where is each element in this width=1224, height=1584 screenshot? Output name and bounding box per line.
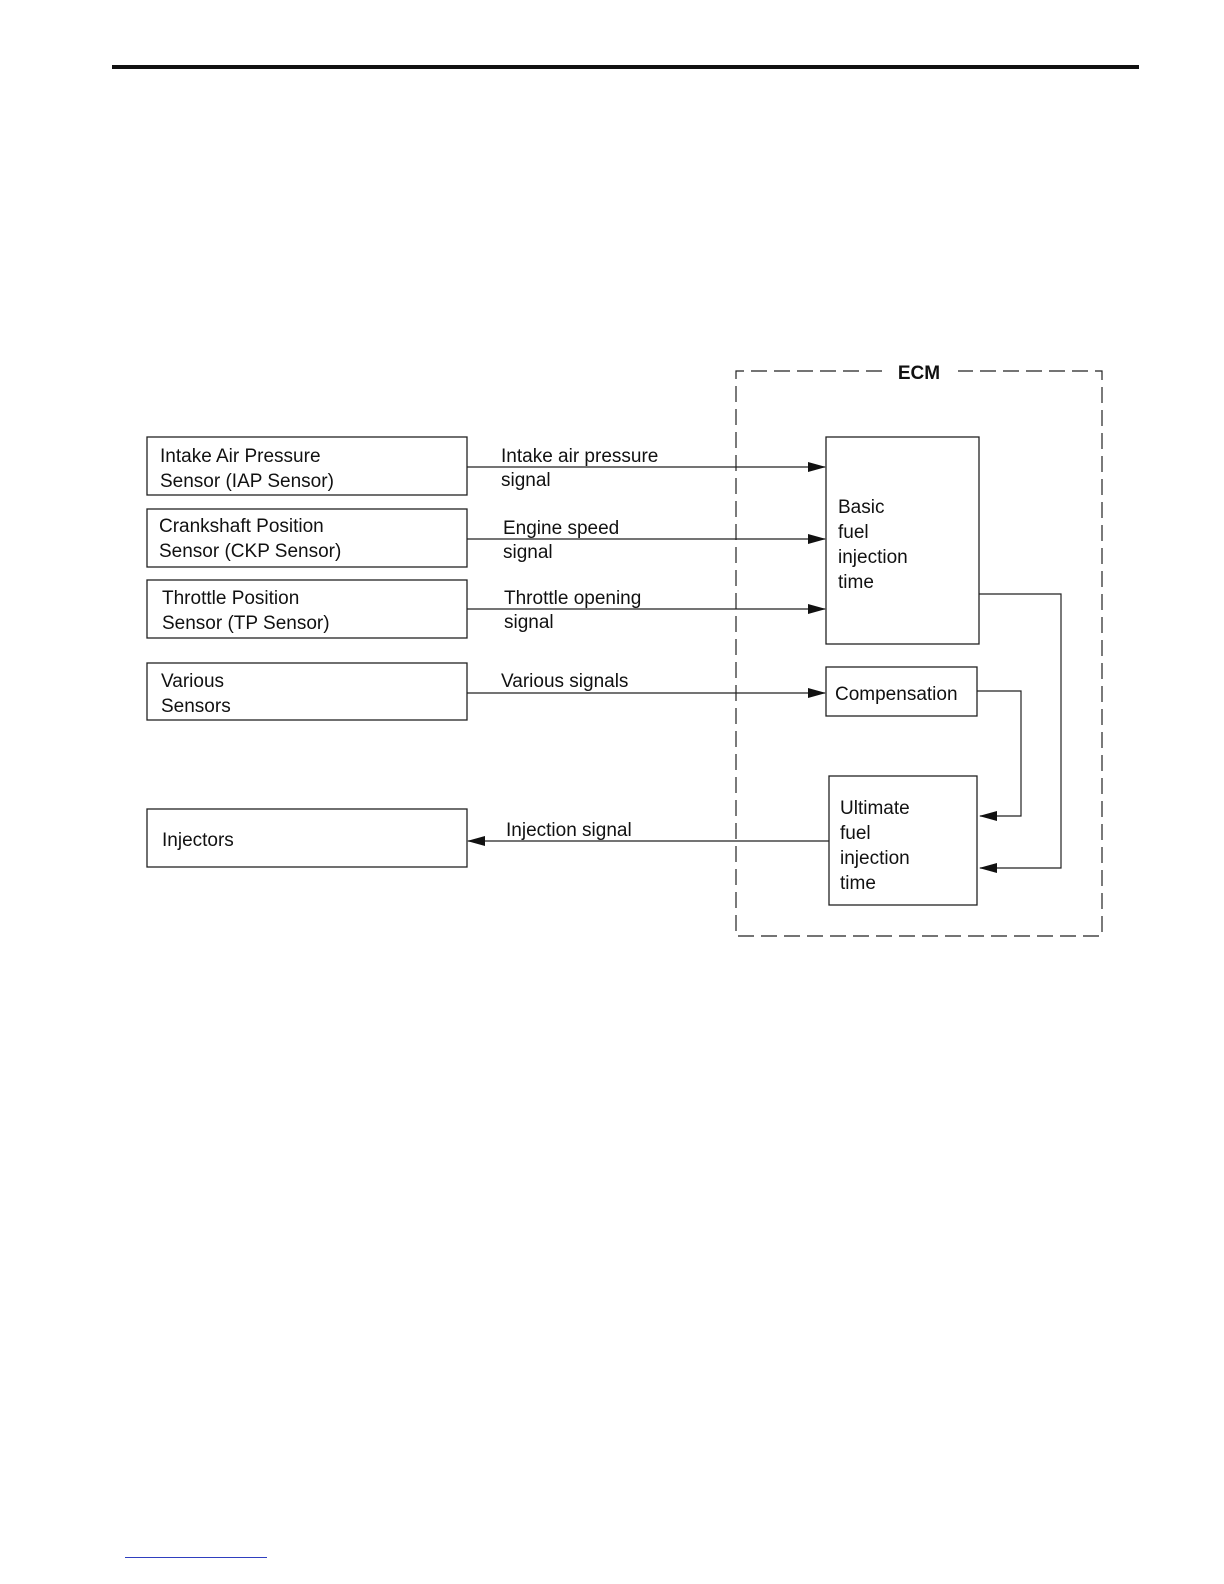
ultimate-fuel-injection-time-block: Ultimate fuel injection time: [828, 775, 978, 906]
sensor-ckp-line-1: Crankshaft Position: [159, 516, 324, 537]
sensor-box-various: Various Sensors: [146, 662, 468, 721]
injectors-box: Injectors: [146, 808, 468, 868]
sensor-iap-line-2: Sensor (IAP Sensor): [160, 471, 334, 492]
connector-basic-to-ultimate: [979, 593, 1062, 873]
basic-line-4: time: [838, 572, 874, 593]
ultimate-line-4: time: [840, 873, 876, 894]
injectors-label: Injectors: [162, 830, 234, 851]
basic-line-2: fuel: [838, 522, 869, 543]
basic-line-3: injection: [838, 547, 908, 568]
basic-fuel-injection-time-block: Basic fuel injection time: [825, 436, 980, 645]
compensation-block: Compensation: [825, 666, 978, 717]
signal-ckp-line-2: signal: [503, 542, 553, 563]
signal-iap-line-2: signal: [501, 470, 551, 491]
sensor-tp-line-1: Throttle Position: [162, 588, 299, 609]
sensor-box-ckp: Crankshaft Position Sensor (CKP Sensor): [146, 508, 468, 568]
signal-injection-label: Injection signal: [506, 820, 632, 841]
sensor-various-line-1: Various: [161, 671, 224, 692]
arrow-engine-speed-signal: Engine speed signal: [467, 518, 826, 563]
signal-tp-line-2: signal: [504, 612, 554, 633]
ultimate-line-1: Ultimate: [840, 798, 910, 819]
arrow-injection-signal: Injection signal: [467, 820, 829, 846]
signal-iap-line-1: Intake air pressure: [501, 446, 658, 467]
ecm-boundary: ECM: [735, 363, 1103, 937]
signal-tp-line-1: Throttle opening: [504, 588, 641, 609]
signal-ckp-line-1: Engine speed: [503, 518, 619, 539]
arrow-throttle-opening-signal: Throttle opening signal: [467, 588, 826, 633]
footer-link-underline: [125, 1557, 267, 1558]
basic-line-1: Basic: [838, 497, 884, 518]
ultimate-line-2: fuel: [840, 823, 871, 844]
arrow-intake-air-pressure-signal: Intake air pressure signal: [467, 446, 826, 491]
sensor-iap-line-1: Intake Air Pressure: [160, 446, 321, 467]
ecm-title: ECM: [898, 363, 940, 384]
sensor-box-iap: Intake Air Pressure Sensor (IAP Sensor): [146, 436, 468, 496]
arrow-various-signals: Various signals: [467, 671, 826, 698]
sensor-various-line-2: Sensors: [161, 696, 231, 717]
header-rule: [112, 65, 1139, 69]
sensor-tp-line-2: Sensor (TP Sensor): [162, 613, 330, 634]
compensation-label: Compensation: [835, 684, 958, 705]
ultimate-line-3: injection: [840, 848, 910, 869]
signal-various-label: Various signals: [501, 671, 628, 692]
sensor-ckp-line-2: Sensor (CKP Sensor): [159, 541, 341, 562]
connector-compensation-to-ultimate: [977, 690, 1022, 821]
sensor-box-tp: Throttle Position Sensor (TP Sensor): [146, 579, 468, 639]
